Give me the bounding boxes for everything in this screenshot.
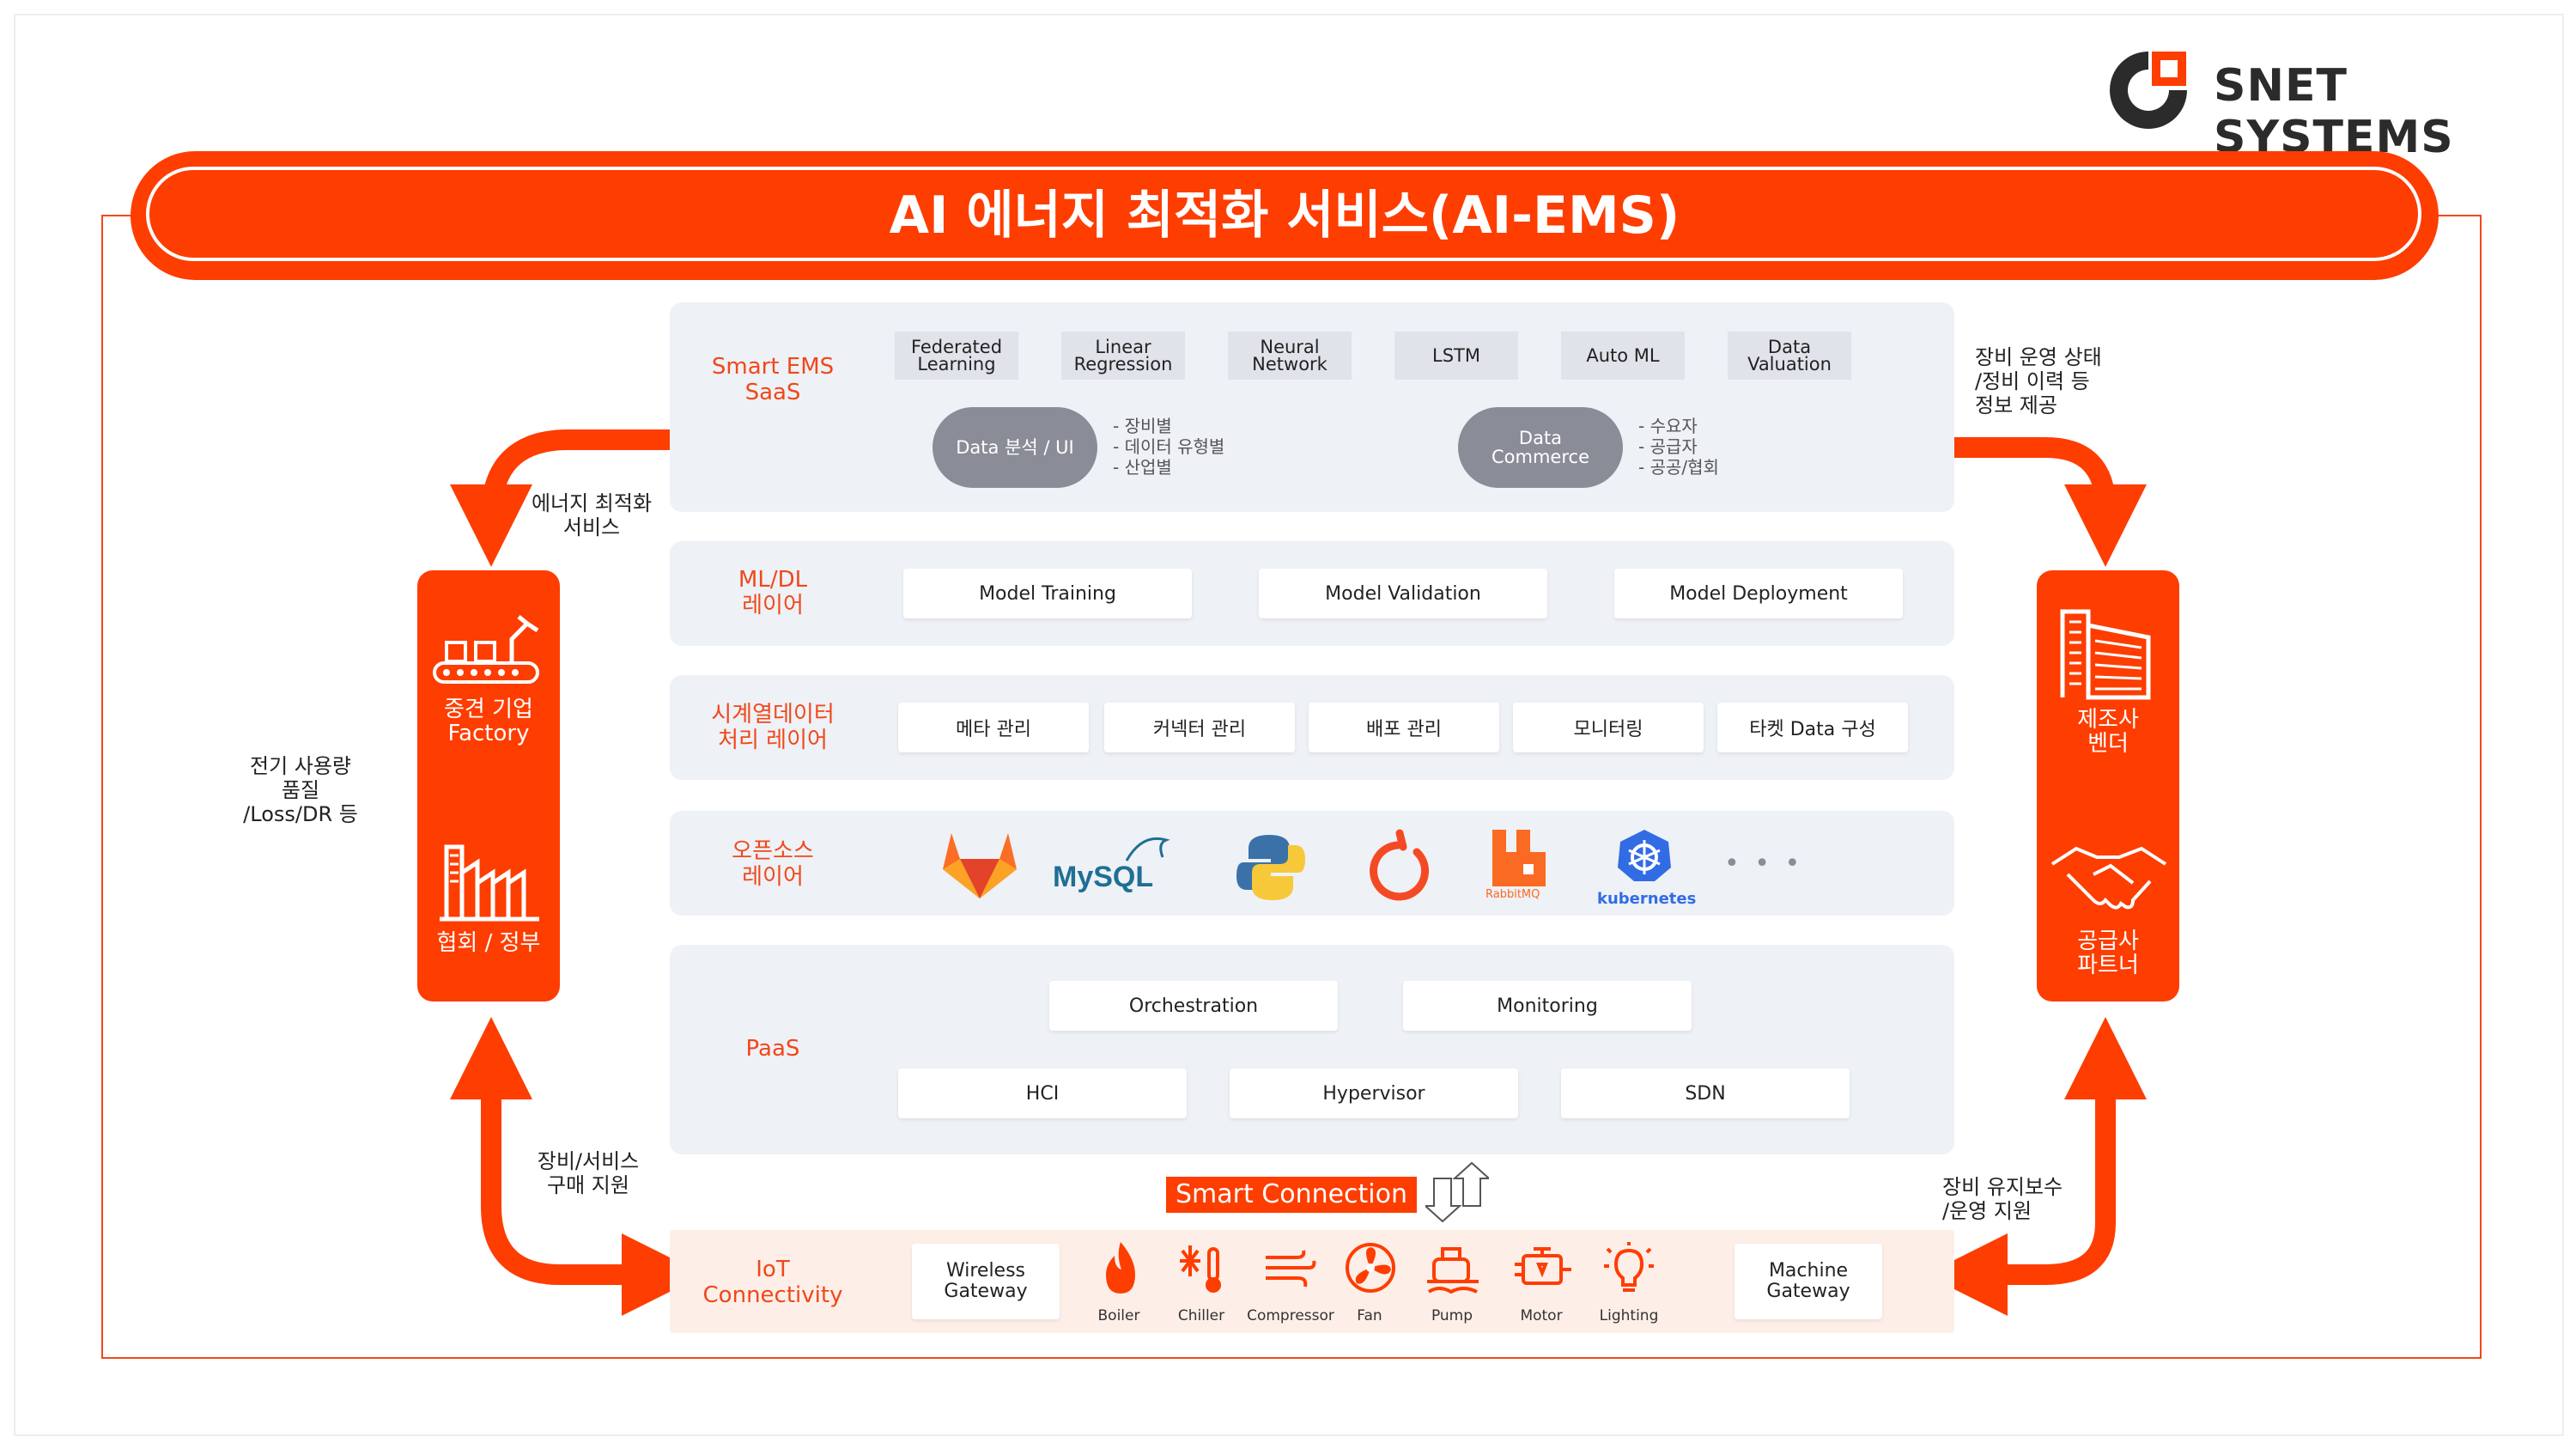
chiller-icon (1180, 1245, 1221, 1293)
left-block-bottom-label: 협회 / 정부 (436, 930, 541, 956)
arrow-gov-to-iot (481, 1058, 704, 1316)
model-neural-network: Neural Network (1228, 332, 1352, 380)
smart-connection-label: Smart Connection (1166, 1177, 1417, 1213)
right-block-top-label: 제조사 벤더 (2077, 707, 2139, 757)
orchestration-box: Orchestration (1049, 981, 1338, 1031)
machine-gateway-box: Machine Gateway (1735, 1244, 1882, 1319)
deploy-management-box: 배포 관리 (1309, 703, 1499, 752)
grafana-icon (1370, 829, 1429, 901)
device-fan-label: Fan (1357, 1307, 1382, 1324)
right-note-info: 장비 운영 상태 /정비 이력 등 정보 제공 (1975, 345, 2102, 417)
arrow-saas-to-factory (450, 429, 884, 567)
model-deployment-box: Model Deployment (1614, 569, 1903, 618)
paas-layer-label: PaaS (745, 1036, 800, 1062)
device-boiler-label: Boiler (1097, 1307, 1140, 1324)
model-linear-regression: Linear Regression (1061, 332, 1185, 380)
model-auto-ml: Auto ML (1561, 332, 1685, 380)
right-note-maintenance: 장비 유지보수 /운영 지원 (1942, 1175, 2063, 1223)
device-pump-label: Pump (1431, 1307, 1473, 1324)
timeseries-layer-label: 시계열데이터 처리 레이어 (711, 702, 835, 753)
model-data-valuation: Data Valuation (1728, 332, 1851, 380)
arrow-partner-to-iot (1925, 1058, 2116, 1316)
connector-management-box: 커넥터 관리 (1104, 703, 1295, 752)
data-commerce: Data Commerce (1458, 407, 1623, 488)
target-data-box: 타켓 Data 구성 (1717, 703, 1908, 752)
page-title: AI 에너지 최적화 서비스(AI-EMS) (889, 186, 1680, 246)
sdn-box: SDN (1561, 1068, 1850, 1118)
ml-layer-label: ML/DL 레이어 (738, 567, 808, 618)
data-analysis-ui: Data 분석 / UI (933, 407, 1097, 488)
hypervisor-box: Hypervisor (1230, 1068, 1518, 1118)
arrow-commerce-to-vendor (1789, 437, 2147, 567)
rabbitmq-label: RabbitMQ (1485, 888, 1540, 901)
bidirectional-arrow-icon (1425, 1161, 1489, 1223)
opensource-layer-label: 오픈소스 레이어 (732, 838, 814, 890)
model-lstm: LSTM (1394, 332, 1518, 380)
device-chiller-label: Chiller (1177, 1307, 1225, 1324)
lighting-bulb-icon (1604, 1242, 1654, 1292)
device-lighting-label: Lighting (1599, 1307, 1659, 1324)
kubernetes-label: kubernetes (1597, 890, 1697, 908)
more-tools-ellipsis: • • • (1724, 849, 1804, 879)
kubernetes-icon (1618, 830, 1671, 881)
paas-monitoring-box: Monitoring (1403, 981, 1692, 1031)
iot-layer-label: IoT Connectivity (702, 1257, 843, 1308)
left-note-purchase: 장비/서비스 구매 지원 (537, 1149, 640, 1197)
paas-layer (670, 945, 1954, 1154)
title-banner-border (146, 167, 2421, 261)
monitoring-box: 모니터링 (1513, 703, 1704, 752)
model-training-box: Model Training (903, 569, 1192, 618)
model-federated-learning: Federated Learning (895, 332, 1018, 380)
mysql-logo: MySQL (1053, 861, 1154, 893)
opensource-layer (670, 811, 1954, 916)
fan-icon (1346, 1243, 1395, 1293)
factory-conveyor-icon (433, 615, 539, 684)
manufacturer-building-icon (2060, 609, 2151, 700)
hci-box: HCI (898, 1068, 1187, 1118)
motor-icon (1515, 1247, 1571, 1285)
compressor-wind-icon (1266, 1250, 1316, 1288)
boiler-flame-icon (1106, 1242, 1135, 1294)
python-icon (1236, 835, 1305, 900)
meta-management-box: 메타 관리 (898, 703, 1089, 752)
right-block-bottom-label: 공급사 파트너 (2077, 928, 2139, 978)
device-motor-label: Motor (1520, 1307, 1563, 1324)
rabbitmq-icon (1492, 830, 1546, 886)
handshake-icon (2050, 846, 2167, 910)
left-note-usage: 전기 사용량 품질 /Loss/DR 등 (243, 754, 358, 826)
model-validation-box: Model Validation (1259, 569, 1547, 618)
gitlab-icon (943, 833, 1017, 898)
saas-layer-label: Smart EMS SaaS (711, 354, 835, 405)
commerce-notes: - 수요자 - 공급자 - 공공/협회 (1638, 416, 1719, 478)
wireless-gateway-box: Wireless Gateway (912, 1244, 1060, 1319)
pump-icon (1427, 1247, 1479, 1294)
device-compressor-label: Compressor (1247, 1307, 1334, 1324)
government-building-icon (440, 844, 539, 922)
analysis-notes: - 장비별 - 데이터 유형별 - 산업별 (1113, 416, 1225, 478)
left-block-top-label: 중견 기업 Factory (444, 697, 533, 746)
left-note-energy-service: 에너지 최적화 서비스 (531, 491, 653, 539)
snet-logo-icon (2110, 52, 2187, 129)
mysql-dolphin-icon (1125, 837, 1170, 861)
